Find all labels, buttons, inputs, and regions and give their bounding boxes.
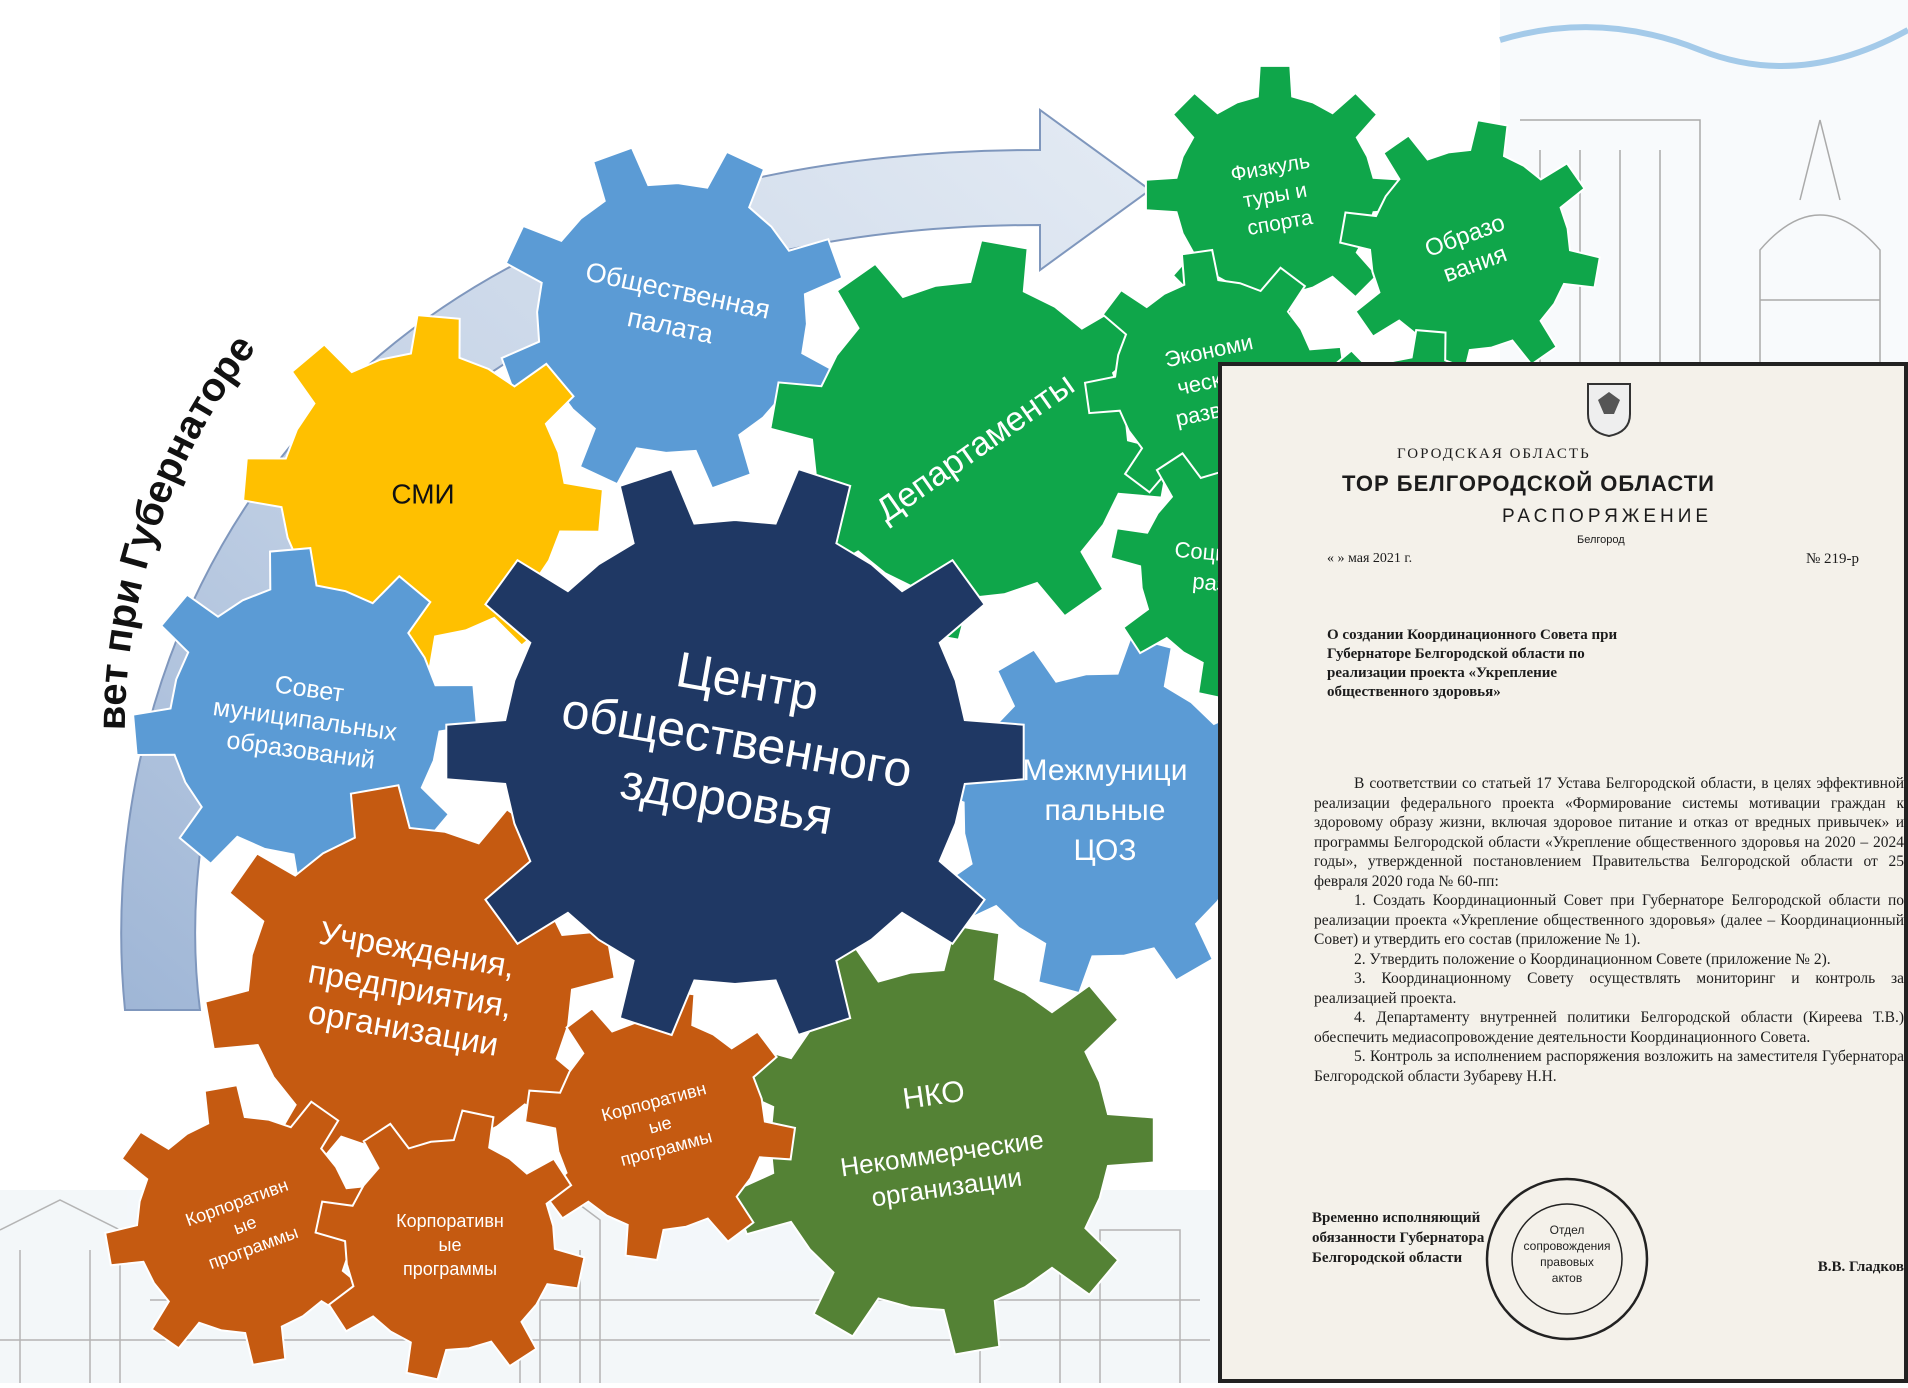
gear-shape <box>1339 119 1601 381</box>
doc-paragraph: 4. Департаменту внутренней политики Белг… <box>1314 1009 1904 1046</box>
doc-subject: О создании Координационного Совета при Г… <box>1327 627 1618 700</box>
doc-paragraph: 2. Утвердить положение о Координационном… <box>1354 950 1831 968</box>
gear-label: СМИ <box>391 479 454 510</box>
gear-label: Корпоративн ые программы <box>396 1211 504 1279</box>
doc-date: « » мая 2021 г. <box>1327 551 1413 566</box>
gear-shape <box>314 1109 586 1381</box>
gear-label-line: программы <box>403 1259 497 1279</box>
stamp-line: Отдел <box>1550 1223 1585 1237</box>
gear-label-line: Межмуници <box>1023 754 1188 787</box>
stamp-line: актов <box>1552 1271 1582 1285</box>
doc-signatory-name: В.В. Гладков <box>1817 1259 1904 1275</box>
gear-shape <box>523 988 797 1262</box>
gear-label-line: ЦОЗ <box>1074 834 1137 867</box>
doc-paragraph: 1. Создать Координационный Совет при Губ… <box>1314 892 1904 948</box>
doc-body: В соответствии со статьей 17 Устава Белг… <box>1314 774 1904 1086</box>
gear-label-line: СМИ <box>391 479 454 510</box>
official-stamp: Отдел сопровождения правовых актов <box>1485 1177 1649 1341</box>
doc-region: ГОРОДСКАЯ ОБЛАСТЬ <box>1397 446 1591 462</box>
gear-shape <box>445 467 1025 1037</box>
stamp-line: правовых <box>1540 1255 1594 1269</box>
gear-label-line: ые <box>439 1235 462 1255</box>
stamp-line: сопровождения <box>1524 1239 1611 1253</box>
doc-organization: ТОР БЕЛГОРОДСКОЙ ОБЛАСТИ <box>1342 471 1715 496</box>
gear-corp-2: Корпоративн ые программы <box>314 1109 586 1381</box>
gear-shape <box>500 146 844 490</box>
gear-label-line: пальные <box>1045 794 1166 827</box>
gear-label-line: Корпоративн <box>396 1211 504 1231</box>
doc-number: № 219-р <box>1805 551 1859 567</box>
doc-kind: РАСПОРЯЖЕНИЕ <box>1502 506 1713 527</box>
doc-paragraph: 3. Координационному Совету осуществлять … <box>1314 970 1904 1007</box>
doc-paragraph: 5. Контроль за исполнением распоряжения … <box>1314 1048 1904 1085</box>
doc-paragraph: В соответствии со статьей 17 Устава Белг… <box>1314 775 1904 890</box>
doc-signatory-title: Временно исполняющий обязанности Губерна… <box>1312 1210 1485 1266</box>
gear-departments: Департаменты <box>769 239 1171 641</box>
decree-document: ГОРОДСКАЯ ОБЛАСТЬ ТОР БЕЛГОРОДСКОЙ ОБЛАС… <box>1218 362 1908 1383</box>
coat-of-arms-icon <box>1587 383 1631 438</box>
doc-city: Белгород <box>1577 534 1625 546</box>
